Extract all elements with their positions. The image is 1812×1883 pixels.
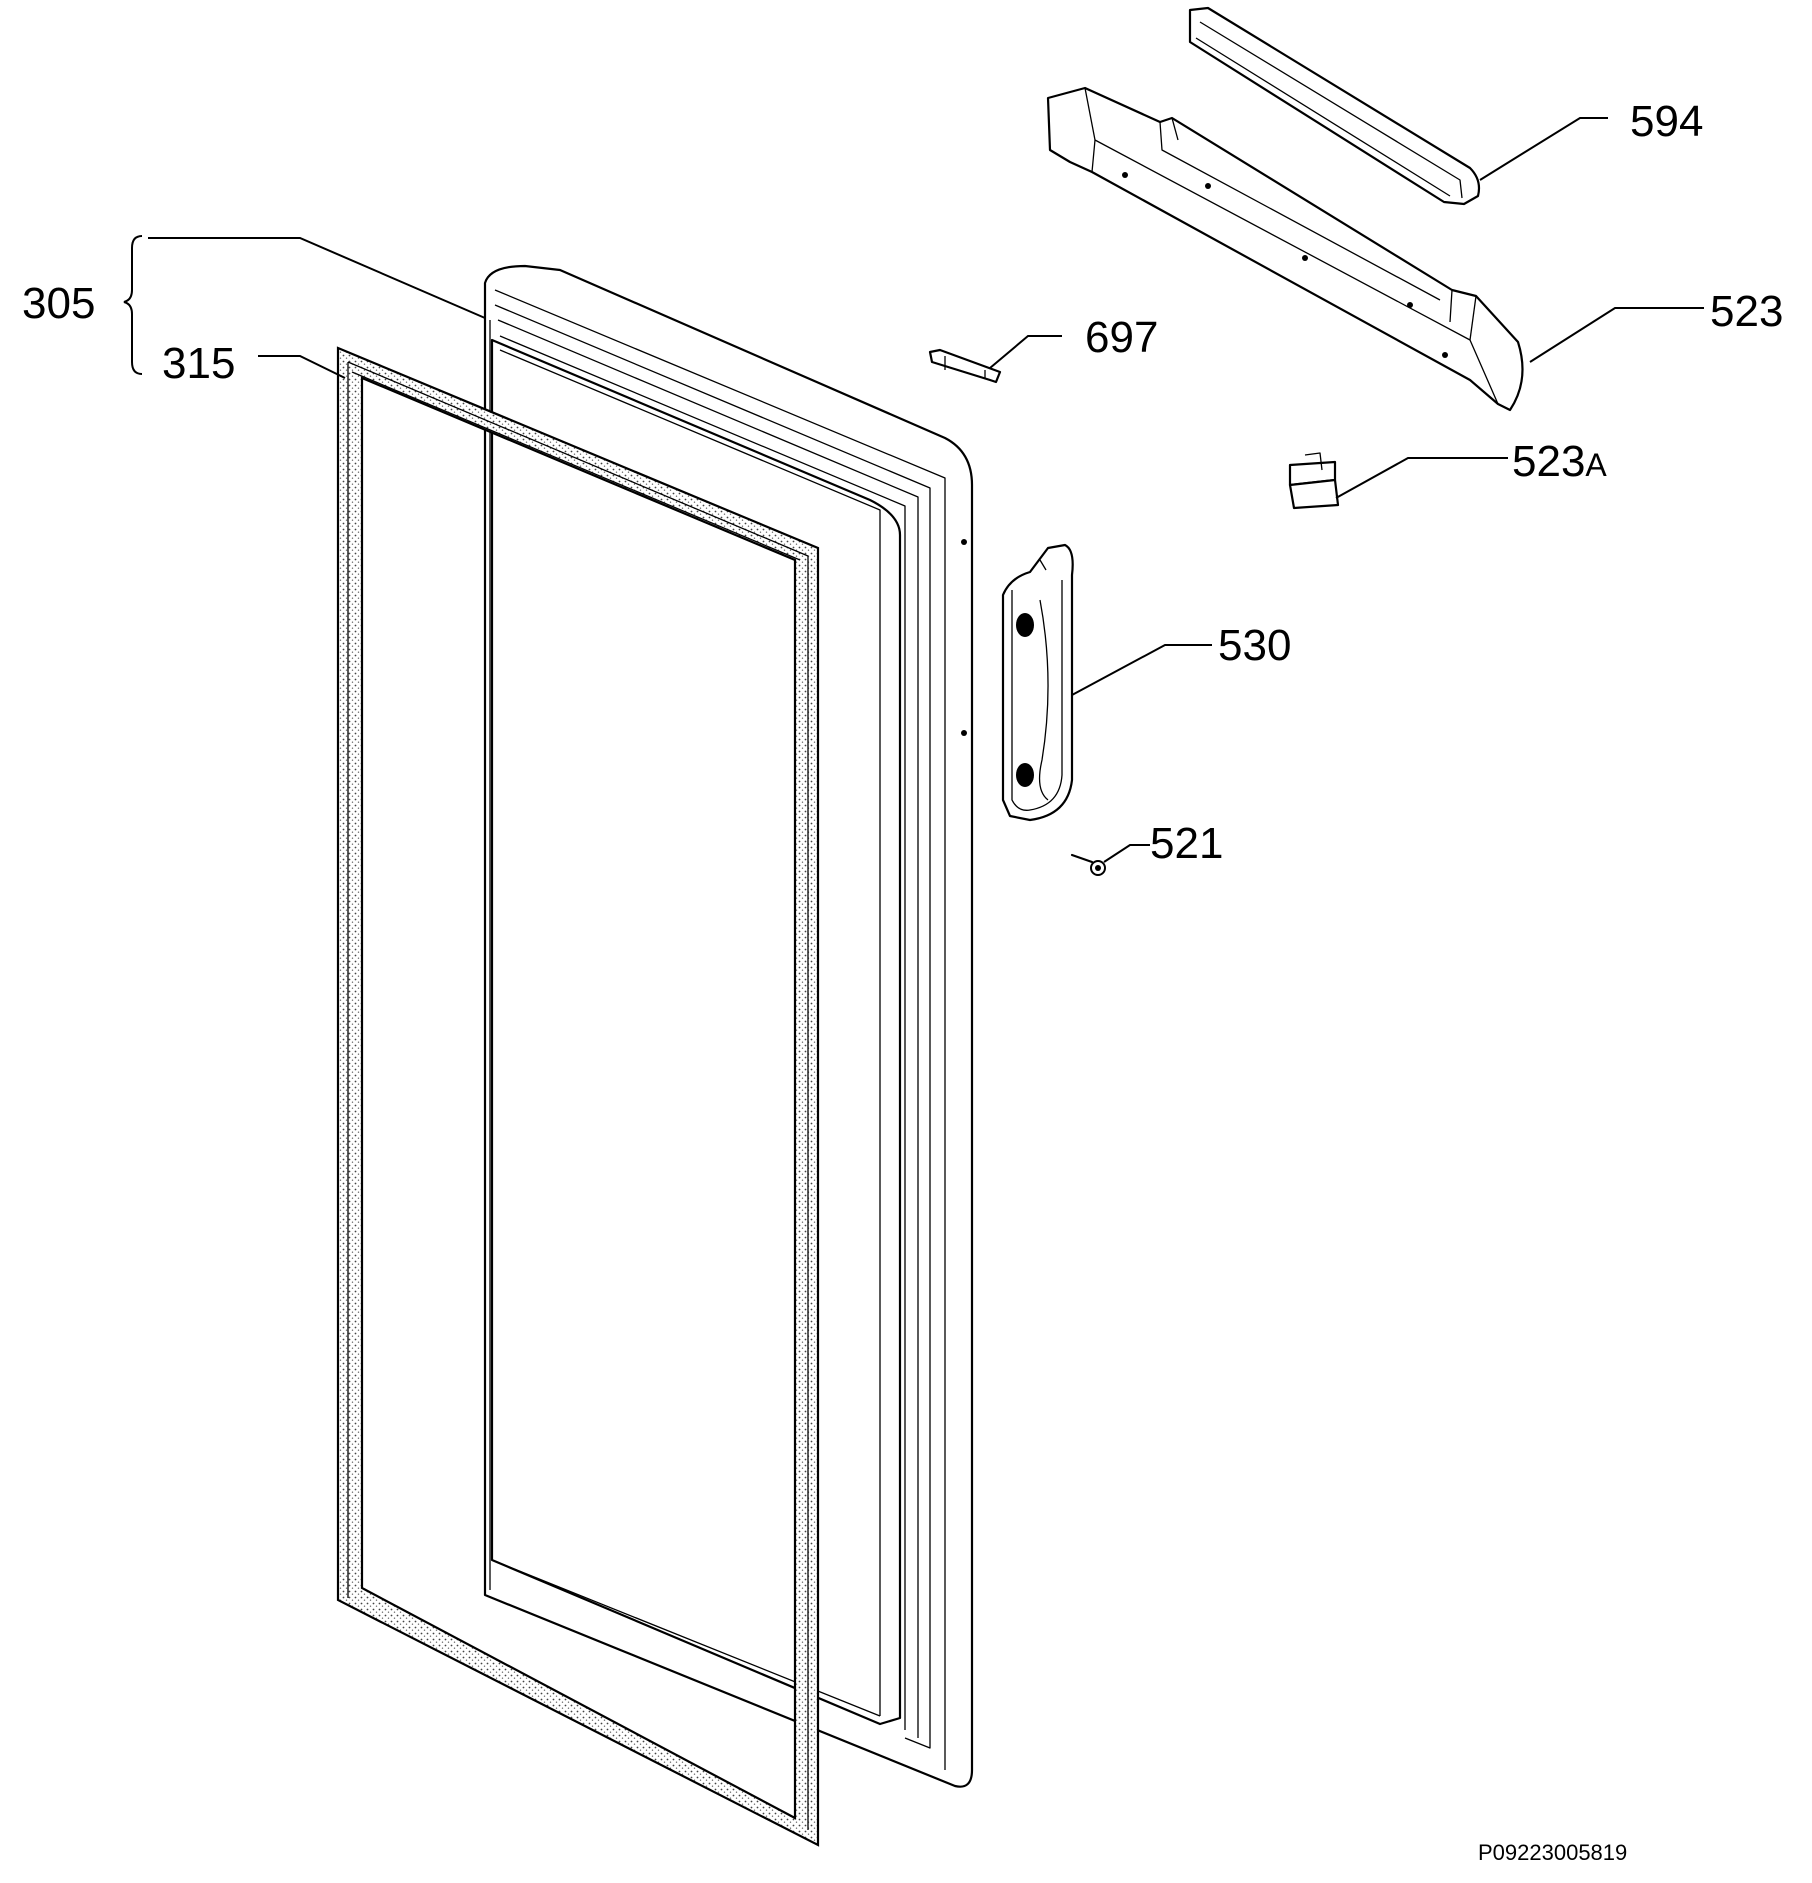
drawing-code: P09223005819 <box>1478 1840 1627 1865</box>
leader-521 <box>1103 844 1150 863</box>
label-305: 305 <box>22 279 95 328</box>
label-523: 523 <box>1710 287 1783 336</box>
leader-697 <box>989 335 1062 369</box>
label-530: 530 <box>1218 621 1291 670</box>
clip-part-697 <box>928 348 1002 384</box>
handle-cap-part-594 <box>1188 6 1481 206</box>
brace-305 <box>123 235 143 375</box>
leader-315 <box>258 355 346 379</box>
door-gasket-part-315 <box>336 346 820 1847</box>
label-523a: 523A <box>1512 437 1607 486</box>
leader-530 <box>1071 644 1212 696</box>
label-523a-number: 523 <box>1512 437 1585 486</box>
handle-bar-part-523 <box>1046 86 1524 412</box>
leader-lines <box>123 117 1704 863</box>
leader-523 <box>1529 307 1704 363</box>
bracket-part-523a <box>1288 452 1340 510</box>
screw-part-521 <box>1070 853 1106 876</box>
leader-594 <box>1479 117 1608 181</box>
handle-grip-part-530 <box>1001 543 1074 822</box>
label-523a-suffix: A <box>1585 447 1607 483</box>
label-315: 315 <box>162 339 235 388</box>
leader-305 <box>148 237 486 319</box>
leader-523a <box>1335 457 1508 499</box>
label-697: 697 <box>1085 313 1158 362</box>
label-521: 521 <box>1150 819 1223 868</box>
label-594: 594 <box>1630 97 1703 146</box>
door-panel-part-305 <box>483 264 974 1788</box>
